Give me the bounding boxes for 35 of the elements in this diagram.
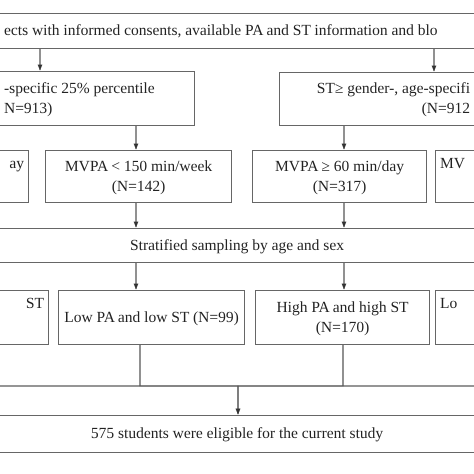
box-text: -specific 25% percentile N=913) — [4, 78, 156, 118]
process-box — [252, 150, 427, 203]
process-box — [0, 13, 474, 49]
arrow — [134, 203, 138, 228]
arrow — [342, 126, 346, 150]
process-box — [0, 228, 474, 263]
arrow — [38, 49, 42, 71]
arrow — [236, 345, 344, 415]
box-text: ST — [24, 294, 44, 314]
arrow — [134, 126, 138, 150]
process-box — [435, 290, 474, 345]
process-box — [435, 150, 474, 203]
arrow — [342, 263, 346, 290]
box-text: MV — [440, 154, 466, 174]
process-box — [0, 71, 195, 126]
arrow — [432, 49, 436, 72]
process-box — [0, 290, 49, 345]
box-text: Lo — [440, 294, 458, 314]
arrow — [342, 203, 346, 228]
process-box — [0, 415, 474, 453]
box-text: High PA and high ST (N=170) — [275, 298, 410, 338]
process-box — [0, 150, 29, 203]
box-text: MVPA ≥ 60 min/day (N=317) — [274, 156, 405, 196]
box-text: Low PA and low ST (N=99) — [63, 308, 240, 328]
box-text: ay — [8, 154, 24, 174]
box-text: 575 students were eligible for the current study — [90, 424, 384, 444]
box-text: MVPA < 150 min/week (N=142) — [64, 156, 214, 196]
process-box — [45, 150, 232, 203]
process-box — [255, 290, 430, 345]
box-text: Stratified sampling by age and sex — [129, 236, 345, 256]
box-text: ects with informed consents, available PA and ST information and blo — [4, 21, 439, 41]
process-box — [279, 72, 474, 126]
box-text: ST≥ gender-, age-specifi (N=912 — [316, 79, 470, 119]
arrow — [134, 263, 138, 290]
process-box — [58, 290, 245, 345]
